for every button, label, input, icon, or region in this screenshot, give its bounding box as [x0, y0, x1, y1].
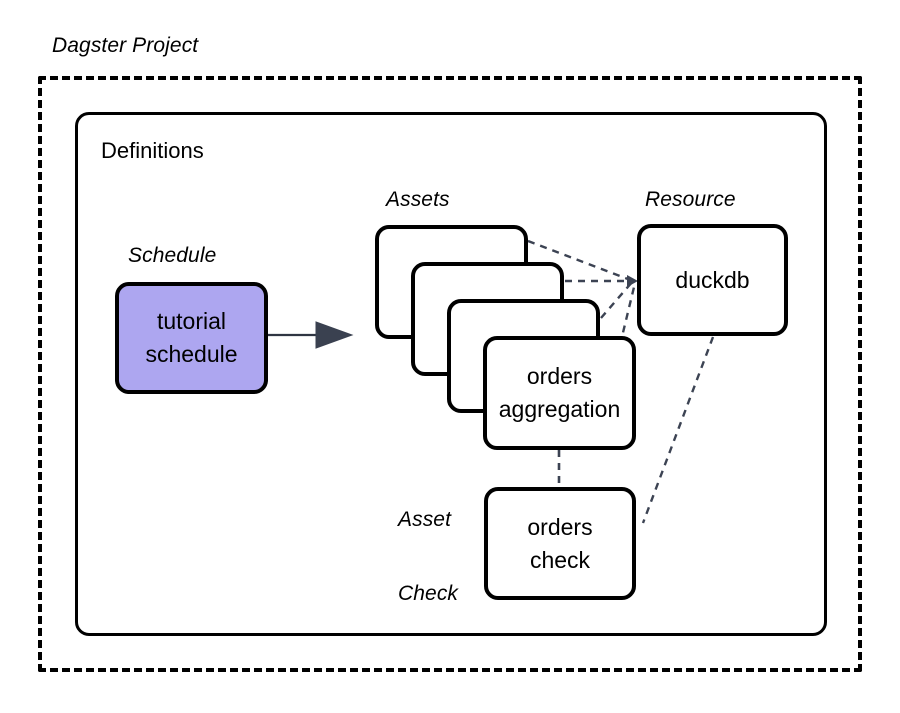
node-orders-aggregation[interactable]: orders aggregation [483, 336, 636, 450]
node-orders-check[interactable]: orders check [484, 487, 636, 600]
node-duckdb-label: duckdb [675, 266, 750, 293]
node-orders-check-line1: orders [527, 513, 593, 540]
node-tutorial-schedule-line2: schedule [145, 341, 238, 367]
node-tutorial-schedule-line1: tutorial [156, 308, 227, 335]
assets-group-label: Assets [386, 188, 450, 211]
definitions-title: Definitions [101, 138, 204, 163]
node-tutorial-schedule[interactable]: tutorial schedule [115, 282, 268, 394]
node-duckdb[interactable]: duckdb [637, 224, 788, 336]
asset-check-group-label-line1: Asset [398, 507, 452, 531]
node-orders-aggregation-line1: orders [526, 363, 593, 390]
node-orders-aggregation-line2: aggregation [498, 396, 621, 422]
node-orders-check-line2: check [529, 546, 591, 573]
asset-check-group-label-line2: Check [398, 581, 459, 605]
schedule-group-label: Schedule [128, 244, 217, 267]
resource-group-label: Resource [645, 188, 736, 211]
project-frame [38, 76, 862, 672]
project-title: Dagster Project [52, 34, 199, 57]
asset-check-group-label: Asset Check [398, 458, 458, 656]
